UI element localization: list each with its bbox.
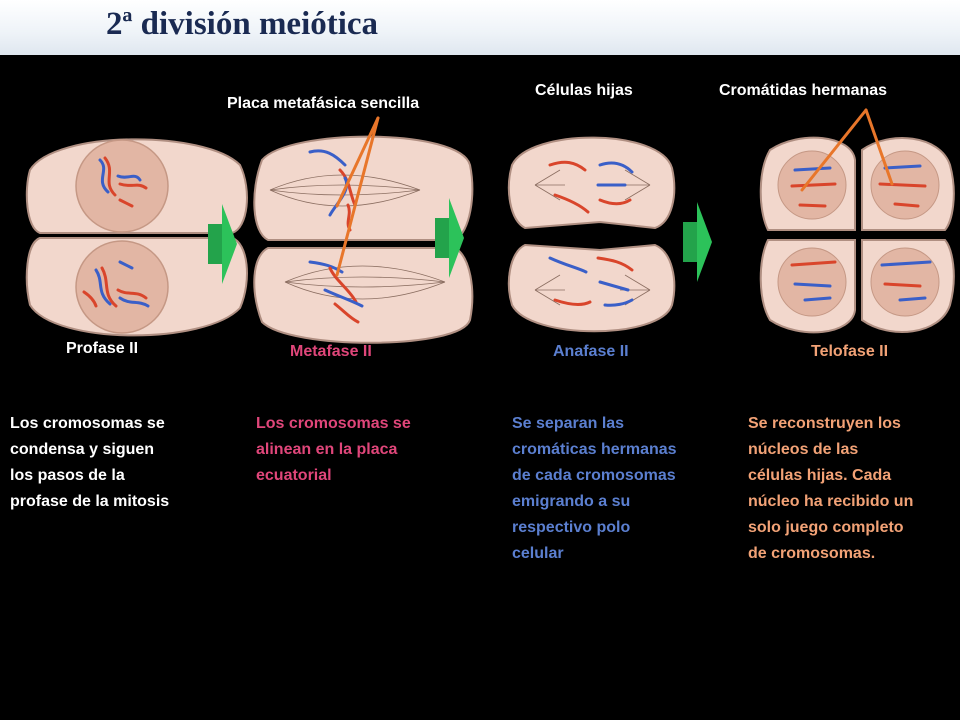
telofase-chromosome — [793, 282, 832, 288]
phase-name-anafase: Anafase II — [553, 343, 629, 360]
telofase-chromosome — [790, 182, 837, 188]
profase-chromosome — [82, 290, 98, 308]
anafase-cell-top — [507, 136, 676, 230]
phase-name-telofase: Telofase II — [811, 343, 889, 360]
placa-pointer — [335, 116, 380, 208]
telofase-chromosome — [898, 296, 927, 302]
metafase-chromosome — [333, 302, 360, 324]
profase-chromosome — [103, 156, 117, 197]
profase-chromosome — [118, 296, 150, 308]
profase-chromosome — [94, 268, 112, 306]
metafase-chromosome — [323, 288, 364, 308]
telofase-chromosome — [883, 164, 922, 170]
cromatidas-pointer — [864, 108, 894, 186]
profase-cells — [25, 138, 248, 337]
telofase-chromosome — [880, 260, 932, 267]
telofase-chromosome — [790, 260, 837, 267]
label-cromatidas-hermanas: Cromátidas hermanas — [719, 82, 888, 99]
arrow-icon — [208, 204, 237, 284]
profase-chromosome — [116, 174, 142, 182]
label-celulas-hijas: Células hijas — [535, 82, 633, 99]
anafase-chromosome — [548, 160, 587, 172]
telofase-chromosome — [878, 182, 927, 188]
anafase-chromosome — [548, 256, 588, 274]
profase-chromosome — [118, 182, 148, 190]
anafase-chromosome — [603, 298, 634, 307]
profase-chromosome — [118, 198, 134, 208]
metafase-cell-top — [253, 135, 474, 241]
label-placa-metafasica: Placa metafásica sencilla — [227, 95, 420, 112]
anafase-chromosome — [596, 256, 634, 272]
metafase-chromosome — [338, 168, 357, 207]
telofase-nucleus — [777, 247, 847, 317]
telofase-chromosome — [798, 203, 827, 208]
anafase-cells — [507, 136, 676, 333]
arrow-icon — [683, 202, 712, 282]
profase-chromosome — [116, 288, 148, 300]
metafase-cells — [253, 135, 474, 344]
telofase-cells — [759, 136, 955, 334]
telofase-nucleus — [870, 247, 940, 317]
telofase-chromosome — [803, 296, 832, 302]
profase-nucleus-bottom — [75, 240, 169, 334]
metafase-cell-bottom — [253, 247, 474, 344]
metafase-chromosome — [308, 149, 347, 167]
phase-name-profase: Profase II — [66, 340, 139, 357]
telofase-chromosome — [883, 282, 922, 288]
phase-name-metafase: Metafase II — [290, 343, 372, 360]
profase-chromosome — [118, 260, 134, 270]
arrow-icon — [435, 198, 464, 278]
anafase-chromosome — [598, 161, 634, 174]
title-bar: 2ª división meiótica — [0, 0, 960, 55]
anafase-chromosome — [553, 193, 590, 214]
anafase-chromosome — [598, 280, 630, 292]
profase-chromosome — [100, 266, 118, 308]
telofase-chromosome — [893, 202, 920, 208]
metafase-chromosome — [328, 266, 358, 304]
anafase-cell-bottom — [507, 243, 676, 333]
phase-arrows — [208, 198, 712, 284]
telofase-chromosome — [793, 166, 832, 172]
anafase-chromosome — [553, 298, 592, 306]
profase-chromosome — [98, 158, 110, 194]
cromatidas-pointer — [800, 108, 868, 192]
anafase-chromosome — [598, 198, 632, 206]
page-title: 2ª división meiótica — [106, 6, 379, 42]
label-pointers — [335, 108, 894, 277]
placa-pointer — [335, 116, 380, 277]
